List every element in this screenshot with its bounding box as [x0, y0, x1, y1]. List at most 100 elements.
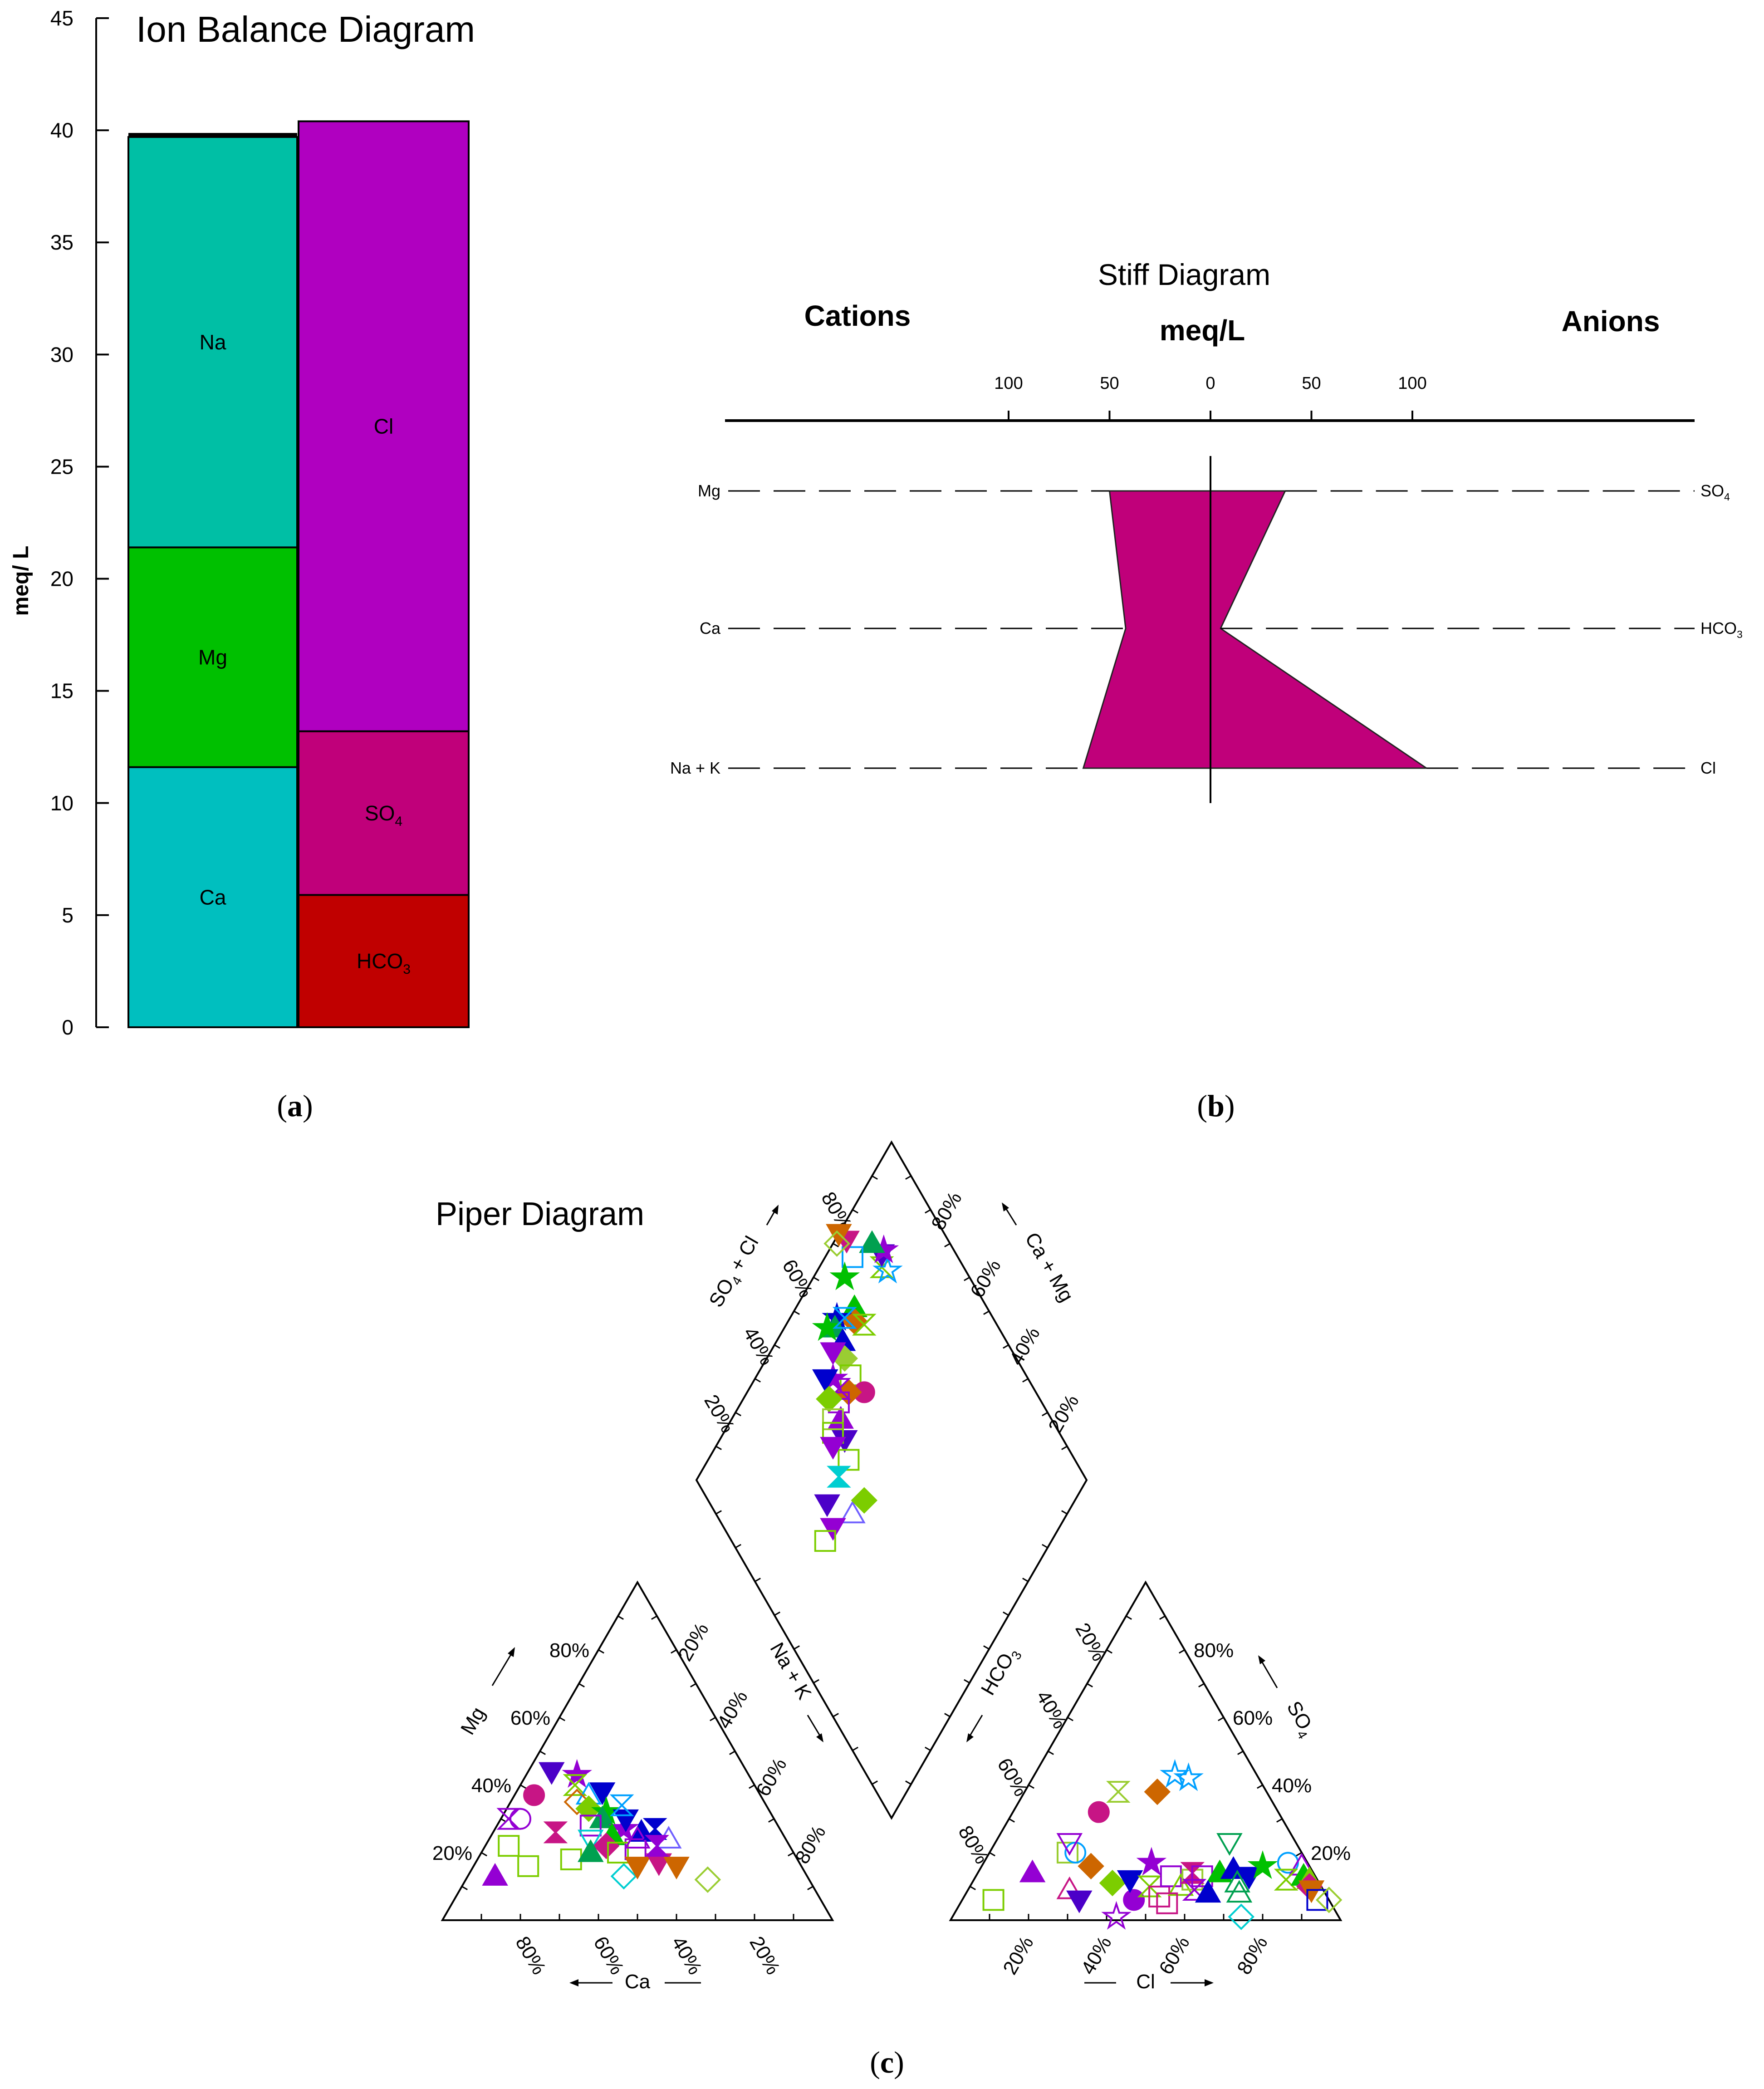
piper-point — [1117, 1870, 1143, 1893]
piper-point — [1274, 1868, 1298, 1891]
piper-tick — [715, 1446, 722, 1450]
piper-hco3-arrow — [968, 1715, 983, 1738]
piper-point — [1195, 1880, 1221, 1903]
piper-ca-tick-label: 60% — [589, 1932, 628, 1978]
piper-camg-tick-label: 40% — [1005, 1324, 1044, 1369]
piper-point — [1056, 1876, 1083, 1899]
piper-tick — [1048, 1751, 1054, 1755]
piper-point — [578, 1839, 604, 1862]
piper-mg-label: Mg — [456, 1703, 490, 1738]
piper-point — [852, 1314, 877, 1336]
piper-point — [982, 1889, 1004, 1911]
piper-point — [839, 1501, 866, 1524]
piper-tick — [1126, 1615, 1132, 1620]
piper-tick — [520, 1784, 526, 1789]
piper-point — [827, 1466, 851, 1488]
piper-so4-arrowhead — [1258, 1655, 1265, 1664]
piper-tick — [774, 1611, 780, 1616]
piper-hco3-label: HCO3 — [977, 1643, 1025, 1701]
piper-tick — [755, 1378, 761, 1383]
piper-point — [579, 1814, 602, 1837]
piper-tick — [970, 1886, 976, 1890]
panel-label-a: (a) — [277, 1089, 313, 1123]
piper-point — [829, 1261, 860, 1290]
piper-point — [482, 1863, 508, 1886]
piper-diagram: Piper Diagram 80%20%80%60%40%60%40%60%40… — [432, 1140, 1351, 1993]
piper-mg-tick-label: 80% — [549, 1639, 589, 1662]
piper-point — [564, 1789, 590, 1815]
piper-tick — [735, 1544, 741, 1549]
piper-cl-label: Cl — [1136, 1971, 1155, 1993]
piper-tick — [1061, 1510, 1068, 1515]
piper-ca-tick-label: 20% — [745, 1932, 784, 1978]
piper-tick — [578, 1683, 585, 1687]
piper-tick — [651, 1615, 657, 1620]
piper-point — [498, 1835, 520, 1857]
piper-so4-tick-label: 20% — [1311, 1842, 1351, 1864]
piper-tick — [813, 1679, 819, 1684]
stiff-polygon — [1082, 490, 1429, 769]
piper-ca-tick-label: 40% — [667, 1932, 706, 1978]
piper-ca-arrowhead — [569, 1979, 578, 1986]
ion-bar-label: Ca — [200, 885, 226, 909]
piper-tick — [690, 1683, 696, 1687]
piper-point — [842, 1246, 863, 1268]
stiff-title: Stiff Diagram — [1098, 258, 1270, 291]
piper-tick — [1003, 1344, 1009, 1349]
piper-tick — [539, 1751, 546, 1755]
piper-point — [851, 1487, 878, 1514]
piper-tick — [1237, 1751, 1244, 1755]
stiff-anions-label: Anions — [1562, 305, 1660, 338]
piper-tick — [461, 1886, 468, 1890]
piper-point — [820, 1437, 846, 1460]
piper-tick — [1106, 1649, 1112, 1654]
piper-tick — [944, 1243, 951, 1248]
piper-point — [823, 1230, 850, 1257]
piper-tick — [794, 1645, 800, 1650]
piper-point — [589, 1805, 616, 1829]
piper-tick — [1061, 1446, 1068, 1450]
piper-tick — [813, 1276, 819, 1281]
stiff-anion-label: SO4 — [1700, 481, 1730, 503]
piper-nak-arrowhead — [816, 1733, 823, 1742]
piper-so4cl-tick-label: 60% — [778, 1256, 817, 1302]
piper-frame — [441, 1140, 1343, 1921]
piper-tick — [1067, 1716, 1073, 1721]
piper-so4cl-arrowhead — [772, 1205, 779, 1215]
piper-point — [1160, 1865, 1182, 1888]
stiff-anion-label: HCO3 — [1700, 619, 1743, 640]
piper-nak-tick-label: 40% — [713, 1687, 752, 1732]
ion-bar-label: Mg — [198, 646, 227, 669]
piper-tick — [833, 1243, 839, 1248]
ion-bar-label: Na — [200, 330, 226, 354]
piper-point — [1160, 1759, 1190, 1788]
ion-bar-label: HCO3 — [357, 949, 411, 977]
stiff-x-tick-label: 100 — [994, 374, 1023, 393]
piper-point — [859, 1230, 885, 1253]
piper-tick — [1087, 1683, 1093, 1687]
piper-so4-tick-label: 40% — [1272, 1775, 1312, 1797]
piper-point — [812, 1369, 838, 1392]
stiff-x-tick-label: 100 — [1398, 374, 1426, 393]
piper-tick — [905, 1175, 911, 1180]
piper-point — [663, 1857, 690, 1880]
piper-point — [1101, 1901, 1132, 1930]
ion-bar-label: SO4 — [365, 801, 402, 829]
piper-point — [562, 1759, 593, 1788]
piper-point — [1247, 1850, 1278, 1879]
piper-points — [482, 1224, 1343, 1930]
piper-tick — [964, 1679, 970, 1684]
piper-point — [589, 1782, 616, 1805]
piper-ca-label: Ca — [625, 1971, 651, 1993]
piper-point — [872, 1255, 903, 1284]
piper-point — [560, 1848, 582, 1870]
piper-nak-arrow — [807, 1715, 822, 1738]
piper-point — [1226, 1880, 1253, 1903]
piper-point — [820, 1342, 846, 1365]
ion-bar-mg — [127, 546, 298, 768]
piper-point — [1019, 1859, 1046, 1883]
piper-tick — [925, 1209, 931, 1214]
